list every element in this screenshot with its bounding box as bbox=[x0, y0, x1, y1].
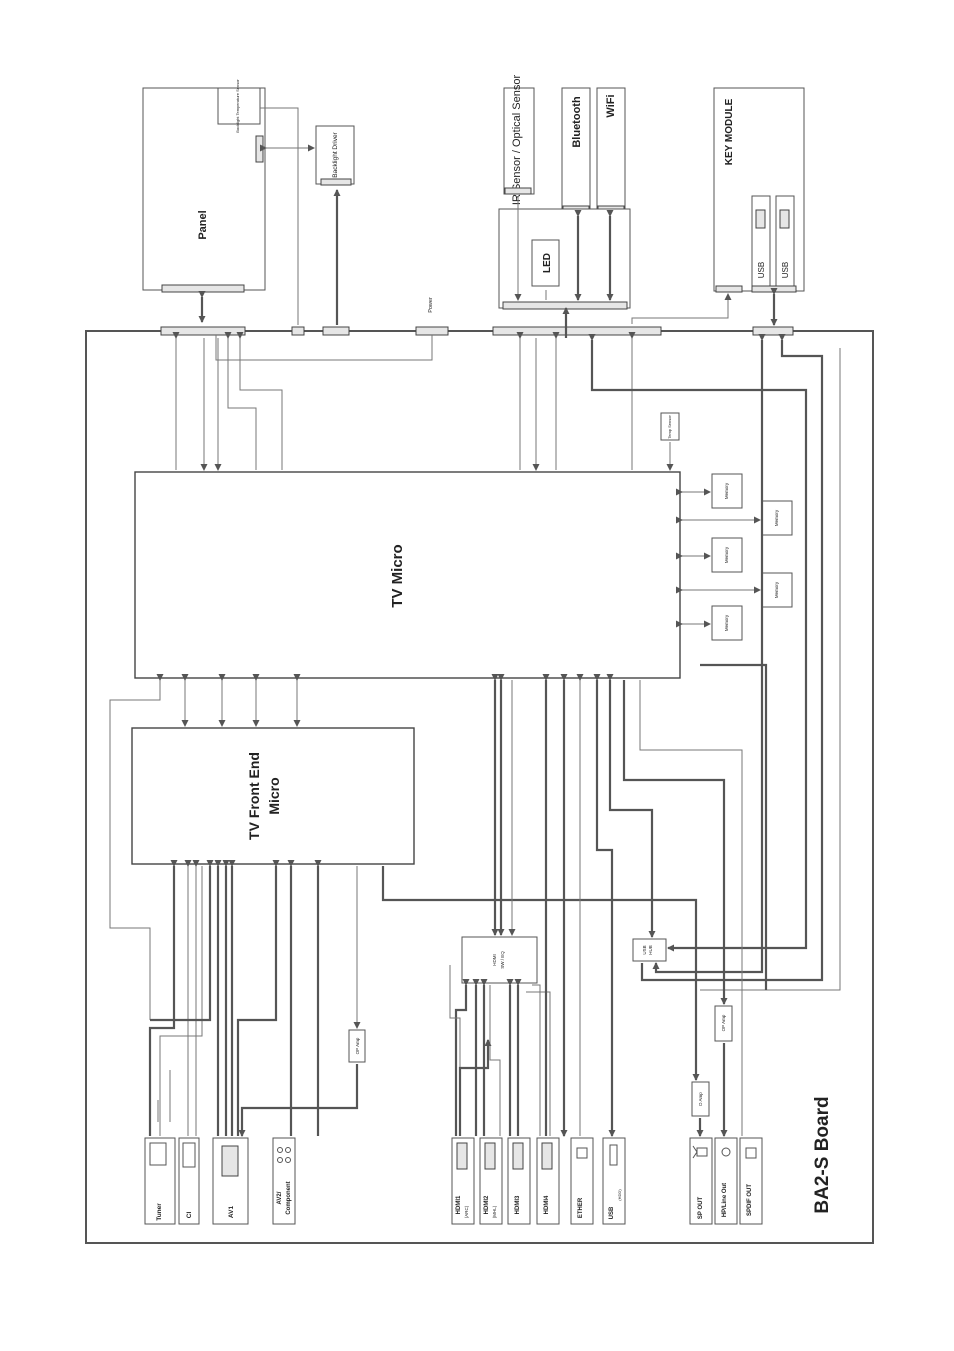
usb-a-port bbox=[755, 209, 766, 229]
av2-label-line1: AV2/ bbox=[277, 1191, 283, 1204]
backlight-driver-connector bbox=[320, 178, 352, 186]
ir-sensor-label: IR Sensor / Optical Sensor bbox=[511, 75, 523, 206]
wifi-label: WiFi bbox=[605, 94, 617, 117]
op-amp-left-label: OP Amp bbox=[355, 1037, 360, 1054]
wifi-module bbox=[596, 87, 626, 213]
tv-front-end-label-line2: Micro bbox=[266, 777, 282, 814]
ether-label: ETHER bbox=[578, 1197, 584, 1218]
bluetooth-label: Bluetooth bbox=[571, 96, 583, 148]
panel-backlight-connector bbox=[255, 135, 264, 163]
wiring bbox=[109, 107, 841, 1137]
temp-sensor-label: Temp Sensor bbox=[667, 415, 672, 439]
usb-module-connector bbox=[751, 285, 797, 293]
ir-sensor-module bbox=[503, 87, 535, 195]
hdmi-switch-box bbox=[461, 936, 538, 984]
hdmi1-label: HDMI1 bbox=[456, 1195, 462, 1214]
panel-label: Panel bbox=[197, 210, 209, 239]
key-board-connector bbox=[752, 326, 794, 336]
tuner-label: Tuner bbox=[156, 1203, 163, 1221]
usb-b-label: USB bbox=[781, 262, 790, 278]
panel-lvds-connector bbox=[161, 284, 245, 293]
sensor-board-connector bbox=[291, 326, 305, 336]
tv-front-end-label-line1: TV Front End bbox=[246, 752, 262, 840]
memory-label-5: Memory bbox=[724, 614, 729, 631]
spdif-out-label: SPDIF OUT bbox=[747, 1184, 753, 1216]
op-amp-left-box bbox=[348, 1029, 366, 1063]
hdmi2-note: (MHL) bbox=[492, 1205, 497, 1218]
hdmi1-connector: HDMI1 (ARC) bbox=[451, 1137, 475, 1225]
sp-out-connector: SP OUT bbox=[689, 1137, 713, 1225]
hdmi4-label: HDMI4 bbox=[544, 1195, 550, 1214]
ir-board-connector bbox=[492, 326, 662, 336]
op-amp-right-label: OP Amp bbox=[721, 1014, 726, 1031]
hdmi1-note: (ARC) bbox=[464, 1205, 469, 1218]
hdmi-switch-label-line2: SW / EQ bbox=[500, 951, 505, 969]
board-title: BA2-S Board bbox=[812, 1096, 833, 1213]
tv-micro-label: TV Micro bbox=[389, 544, 406, 607]
av1-label: AV1 bbox=[228, 1206, 235, 1219]
panel-board-connector bbox=[160, 326, 246, 336]
hp-line-out-connector: HP/Line Out bbox=[714, 1137, 738, 1225]
backlight-temp-sensor-label: Backlight Temperature Sensor bbox=[235, 79, 240, 133]
op-amp-right-box bbox=[714, 1005, 733, 1042]
d-amp-box bbox=[691, 1081, 710, 1117]
led-label: LED bbox=[542, 253, 553, 273]
usb-label: USB bbox=[609, 1206, 615, 1219]
usb-hub-label-line2: HUB bbox=[648, 945, 653, 955]
hdmi3-connector: HDMI3 bbox=[507, 1137, 531, 1225]
memory-label-3: Memory bbox=[724, 546, 729, 563]
ir-sensor-connector bbox=[504, 187, 532, 195]
key-module-connector bbox=[715, 285, 743, 293]
ir-subboard-connector bbox=[502, 301, 628, 310]
d-amp-label: D Amp bbox=[698, 1092, 703, 1106]
backlight-driver-label: Backlight Driver bbox=[332, 131, 339, 177]
memory-label-2: Memory bbox=[774, 509, 779, 526]
ci-connector: CI bbox=[178, 1137, 200, 1225]
hp-line-out-label: HP/Line Out bbox=[722, 1183, 728, 1217]
ether-connector: ETHER bbox=[570, 1137, 594, 1225]
usb-a-label: USB bbox=[757, 262, 766, 278]
board-outline bbox=[85, 330, 874, 1244]
tv-front-end-chip bbox=[131, 727, 415, 865]
power-label: Power bbox=[428, 297, 434, 313]
memory-box-2 bbox=[761, 500, 793, 536]
ci-label: CI bbox=[186, 1212, 193, 1219]
tuner-connector: Tuner bbox=[144, 1137, 176, 1225]
usb-b-port bbox=[779, 209, 790, 229]
spdif-out-connector: SPDIF OUT bbox=[739, 1137, 763, 1225]
memory-box-4 bbox=[761, 572, 793, 608]
av2-label-line2: Component bbox=[286, 1181, 292, 1214]
backlight-temp-sensor-box bbox=[217, 87, 261, 125]
hdmi-switch-label-line1: HDMI bbox=[492, 954, 497, 966]
led-box bbox=[531, 239, 560, 287]
power-connector bbox=[415, 326, 449, 336]
hdmi2-connector: HDMI2 (MHL) bbox=[479, 1137, 503, 1225]
sp-out-label: SP OUT bbox=[698, 1197, 704, 1220]
tv-micro-chip bbox=[134, 471, 681, 679]
av2-component-connector: AV2/ Component bbox=[272, 1137, 296, 1225]
bluetooth-module bbox=[561, 87, 591, 213]
usb-hdd-connector: USB (HDD) bbox=[602, 1137, 626, 1225]
memory-label-1: Memory bbox=[724, 482, 729, 499]
key-module-label: KEY MODULE bbox=[724, 98, 735, 165]
hdmi4-connector: HDMI4 bbox=[536, 1137, 560, 1225]
memory-label-4: Memory bbox=[774, 581, 779, 598]
usb-note: (HDD) bbox=[617, 1189, 622, 1201]
av1-connector: AV1 bbox=[212, 1137, 249, 1225]
backlight-board-connector bbox=[322, 326, 350, 336]
usb-hub-label-line1: USB bbox=[642, 945, 647, 954]
hdmi3-label: HDMI3 bbox=[515, 1195, 521, 1214]
hdmi2-label: HDMI2 bbox=[484, 1195, 490, 1214]
